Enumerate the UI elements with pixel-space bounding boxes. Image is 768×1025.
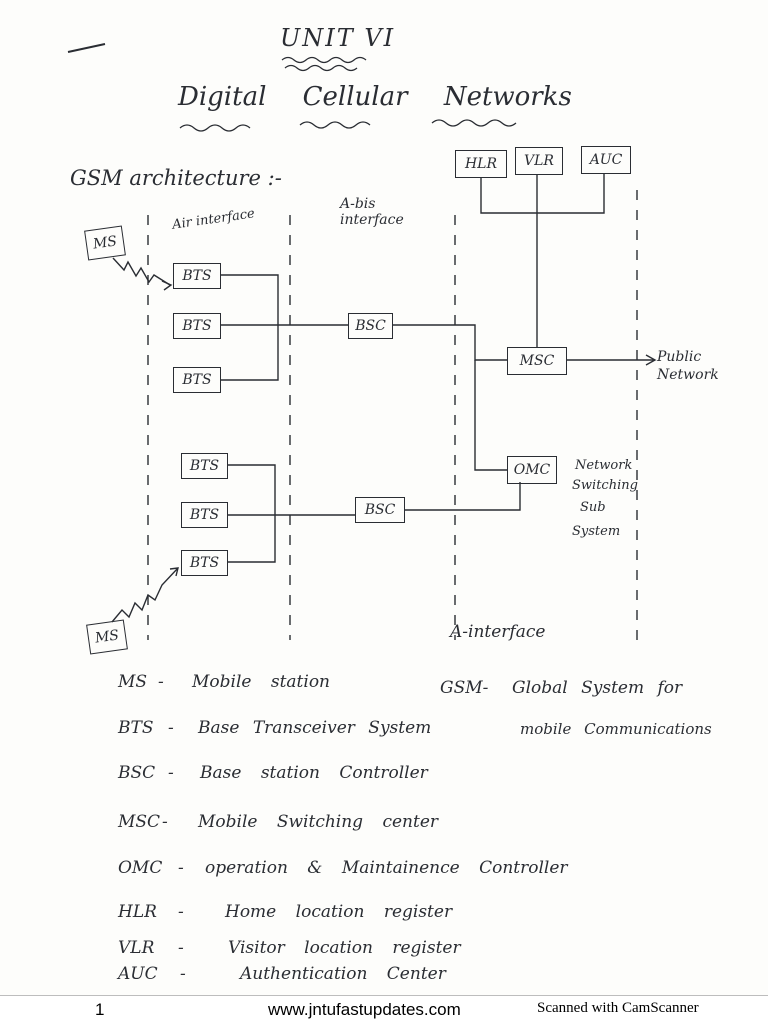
- glossary-abbr-bsc: BSC: [118, 763, 156, 783]
- glossary-abbr-vlr: VLR: [118, 938, 155, 958]
- glossary-def-auc: Authentication Center: [240, 964, 446, 984]
- bsc-box-lower: BSC: [355, 497, 405, 523]
- bts-box-1: BTS: [173, 263, 221, 289]
- scanner-watermark: Scanned with CamScanner: [537, 1000, 699, 1016]
- vlr-box: VLR: [515, 147, 563, 175]
- glossary-dash: -: [180, 964, 186, 984]
- bts-box-6: BTS: [181, 550, 228, 576]
- glossary-abbr-ms: MS: [118, 672, 148, 692]
- gsm-diagram-lines: [67, 43, 657, 640]
- glossary-def-bts: Base Transceiver System: [198, 718, 432, 738]
- glossary-def-bsc: Base station Controller: [200, 763, 428, 783]
- nss-label-line4: System: [572, 524, 621, 539]
- ms-box-lower: MS: [86, 619, 128, 655]
- nss-label-line2: Switching: [572, 478, 638, 493]
- omc-box: OMC: [507, 456, 557, 484]
- glossary-def-vlr: Visitor location register: [228, 938, 461, 958]
- bts-box-2: BTS: [173, 313, 221, 339]
- hlr-box: HLR: [455, 150, 507, 178]
- abis-interface-label: A-bis interface: [340, 196, 404, 228]
- bts-box-4: BTS: [181, 453, 228, 479]
- glossary-dash: -: [168, 763, 174, 783]
- glossary-dash: -: [158, 672, 164, 692]
- glossary-def-omc: operation & Maintainence Controller: [205, 858, 568, 878]
- nss-label-line3: Sub: [580, 500, 606, 515]
- bsc-box-upper: BSC: [348, 313, 393, 339]
- glossary-abbr-bts: BTS: [118, 718, 154, 738]
- bts-box-3: BTS: [173, 367, 221, 393]
- glossary-dash: -: [168, 718, 174, 738]
- auc-box: AUC: [581, 146, 631, 174]
- ms-box-upper: MS: [84, 225, 126, 261]
- glossary-def-hlr: Home location register: [225, 902, 453, 922]
- gsm-note-line1: Global System for: [512, 678, 683, 698]
- public-network-label: Public Network: [657, 349, 719, 383]
- gsm-note-abbr: GSM-: [440, 678, 489, 698]
- glossary-abbr-omc: OMC: [118, 858, 163, 878]
- glossary-dash: -: [162, 812, 168, 832]
- section-heading: GSM architecture :-: [70, 166, 282, 190]
- glossary-abbr-hlr: HLR: [118, 902, 157, 922]
- glossary-abbr-auc: AUC: [118, 964, 158, 984]
- gsm-note-line2: mobile Communications: [520, 720, 712, 738]
- glossary-dash: -: [178, 902, 184, 922]
- glossary-dash: -: [178, 938, 184, 958]
- page-number: 1: [95, 1000, 105, 1019]
- bts-box-5: BTS: [181, 502, 228, 528]
- footer-bar: [0, 995, 768, 1025]
- glossary-abbr-msc: MSC: [118, 812, 161, 832]
- page-title: UNIT VI: [280, 24, 396, 52]
- msc-box: MSC: [507, 347, 567, 375]
- page-subtitle: Digital Cellular Networks: [178, 82, 572, 112]
- website-link[interactable]: www.jntufastupdates.com: [268, 1000, 461, 1019]
- glossary-def-msc: Mobile Switching center: [198, 812, 439, 832]
- glossary-dash: -: [178, 858, 184, 878]
- a-interface-label: A-interface: [450, 622, 546, 642]
- glossary-def-ms: Mobile station: [192, 672, 331, 692]
- nss-label-line1: Network: [575, 458, 633, 473]
- notebook-page: UNIT VI Digital Cellular Networks GSM ar…: [67, 24, 719, 984]
